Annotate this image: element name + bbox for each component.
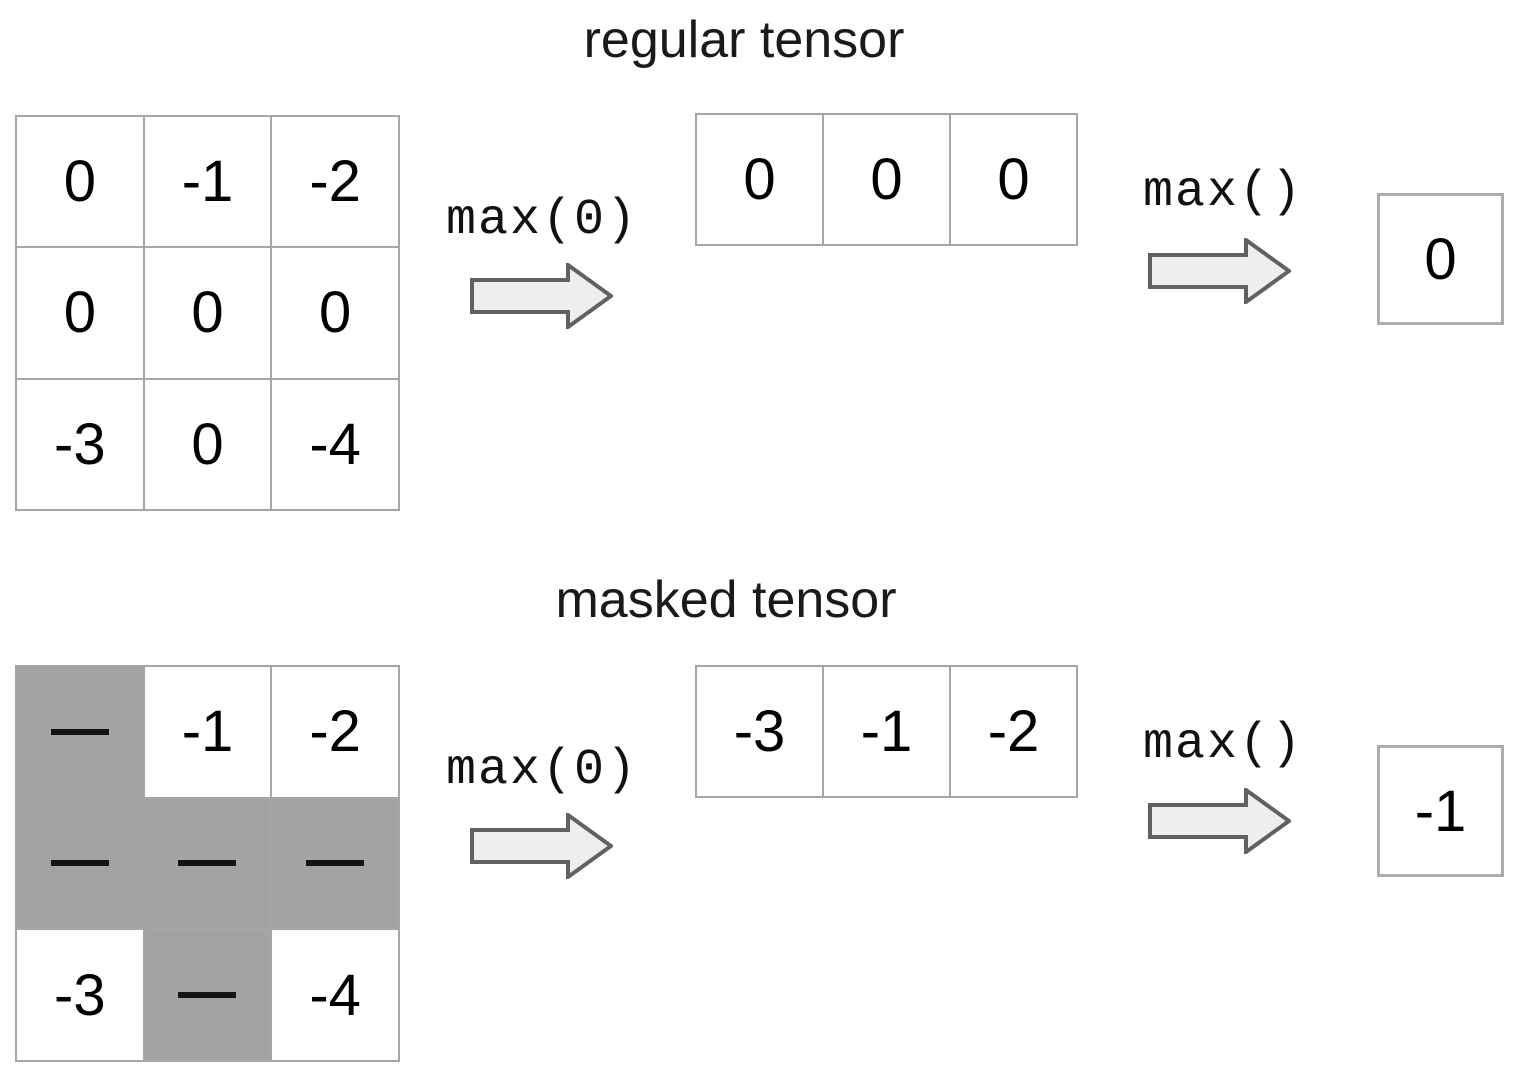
value-cell: -3 [697,667,822,796]
regular-tensor-title: regular tensor [583,11,905,69]
masked-cell [144,798,271,929]
masked-cell [144,930,271,1060]
masked-max0-arrow-icon [470,813,613,879]
value-cell: -4 [272,930,398,1060]
value-cell: -2 [272,667,398,797]
mask-dash-icon [50,728,109,735]
value-cell: 0 [144,379,271,509]
masked-cell [272,798,398,929]
mask-dash-icon [178,992,237,999]
value-cell: -1 [824,667,949,796]
value-cell: 0 [272,248,398,378]
masked-result-cell: -1 [1377,745,1504,877]
value-cell: -3 [17,930,143,1060]
value-cell: -4 [272,379,398,509]
masked-max-label: max() [1142,716,1304,773]
regular-result-cell: 0 [1377,193,1504,325]
masked-max0-label: max(0) [445,742,639,799]
value-cell: -3 [17,379,143,509]
mask-dash-icon [306,860,365,867]
value-cell: -1 [144,667,271,797]
masked-tensor-grid: -1-2 -3 -4 [15,665,400,1062]
masked-tensor-title: masked tensor [555,571,897,629]
masked-max-arrow-icon [1148,788,1291,854]
value-cell: 0 [17,117,143,247]
value-cell: 0 [697,115,822,244]
regular-max-label: max() [1142,164,1304,221]
regular-max-arrow-icon [1148,238,1291,304]
regular-max0-label: max(0) [445,192,639,249]
masked-reduced-row: -3-1-2 [695,665,1078,798]
value-cell: -2 [272,117,398,247]
value-cell: 0 [17,248,143,378]
masked-cell [17,798,143,929]
value-cell: 0 [951,115,1076,244]
mask-dash-icon [178,860,237,867]
masked-cell [17,667,143,797]
value-cell: 0 [824,115,949,244]
regular-max0-arrow-icon [470,263,613,329]
value-cell: -2 [951,667,1076,796]
mask-dash-icon [50,860,109,867]
value-cell: 0 [144,248,271,378]
value-cell: -1 [144,117,271,247]
